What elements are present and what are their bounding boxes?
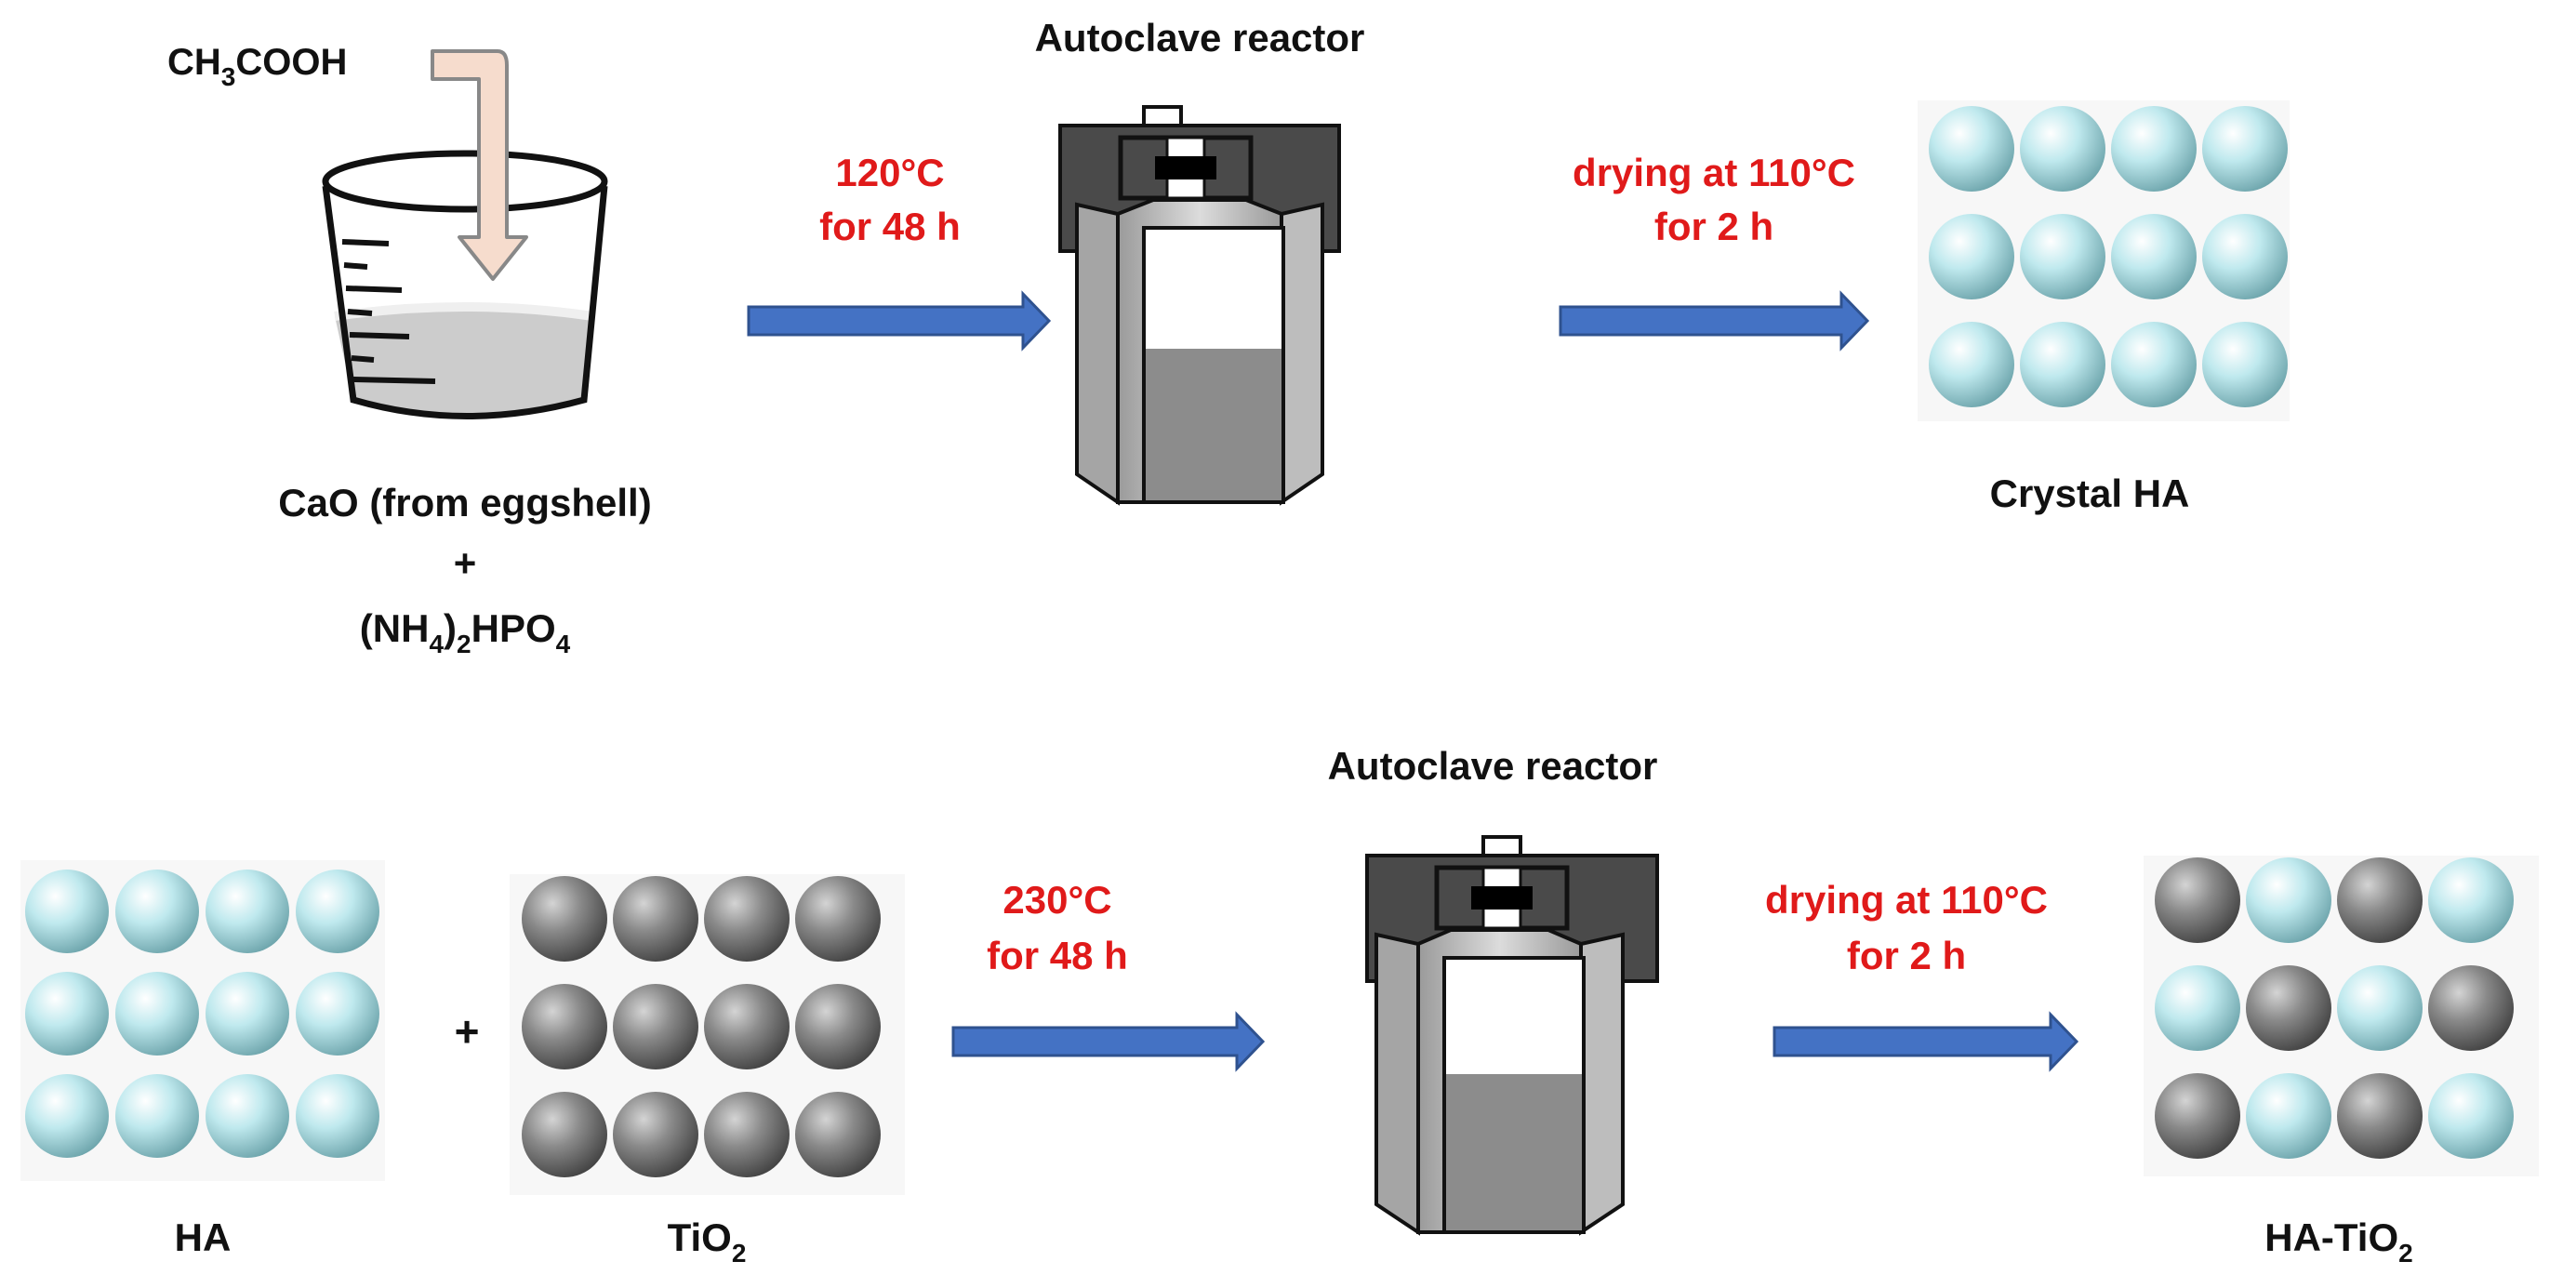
ha-tio2-sphere-grid [2155,857,2514,1159]
tio2-particle [2337,857,2423,943]
ha-particle [1929,214,2014,299]
ha-particle [1929,322,2014,407]
tio2-particle [704,876,790,962]
ha-particle [1929,106,2014,192]
tio2-particle [704,1092,790,1177]
bottom-step1-time: for 48 h [987,934,1128,977]
bottom-reactor-title: Autoclave reactor [1328,744,1658,788]
ha-particle [2155,965,2240,1051]
tio2-particle [2246,965,2331,1051]
top-step1-temp: 120°C [835,151,944,194]
ha-particle [2111,322,2197,407]
bottom-step2-condition-line1: drying at 110°C [1765,878,2048,922]
ha-particle [206,870,289,953]
top-autoclave-reactor [1058,105,1341,506]
ha-particle [2020,322,2105,407]
ha-particle [115,972,199,1056]
beaker [322,150,608,419]
ha-particle [206,972,289,1056]
ha-label: HA [175,1215,232,1259]
tio2-particle [795,876,881,962]
tio2-particle [2337,1073,2423,1159]
reactant-phosphate: (NH4)2HPO4 [360,606,571,658]
ha-particle [296,972,379,1056]
ha-particle [296,1074,379,1158]
ha-particle [25,870,109,953]
beaker-graduations [341,239,436,384]
ha-particle [115,1074,199,1158]
tio2-particle [522,984,607,1069]
bottom-step2-arrow [1773,1011,2079,1072]
ha-particle [2202,106,2288,192]
ha-particle [2246,1073,2331,1159]
tio2-particle [795,1092,881,1177]
tio2-particle [522,1092,607,1177]
tio2-label: TiO2 [668,1215,747,1268]
bottom-step2-condition-line2: for 2 h [1847,934,1966,977]
bottom-autoclave-reactor [1365,835,1659,1236]
ha-particle [2202,214,2288,299]
ha-sphere-grid [25,870,379,1158]
bottom-reactor-liquid [1446,1074,1582,1230]
ha-particle [2020,106,2105,192]
ha-particle [2246,857,2331,943]
top-reactor-liquid [1146,349,1281,500]
ha-particle [2428,857,2514,943]
top-step2-arrow [1559,290,1870,352]
top-reactor-title: Autoclave reactor [1035,16,1365,60]
top-step2-condition-line1: drying at 110°C [1573,151,1855,194]
top-step1-arrow [747,290,1052,352]
ha-particle [206,1074,289,1158]
tio2-particle [613,876,698,962]
ha-particle [2020,214,2105,299]
acid-addition-arrow [431,49,528,281]
tio2-particle [522,876,607,962]
tio2-particle [2428,965,2514,1051]
ha-particle [115,870,199,953]
ha-particle [2111,214,2197,299]
ha-particle [2337,965,2423,1051]
ha-particle [2111,106,2197,192]
ha-particle [296,870,379,953]
top-step2-condition-line2: for 2 h [1654,205,1773,248]
bottom-step1-arrow [951,1011,1266,1072]
crystal-ha-label: Crystal HA [1990,471,2190,515]
tio2-particle [795,984,881,1069]
acid-label: CH3COOH [167,42,347,91]
ha-particle [25,1074,109,1158]
reactant-calcium-source: CaO (from eggshell) [278,481,651,524]
top-step1-time: for 48 h [819,205,961,248]
reactant-plus: + [454,541,477,585]
reactants-plus: + [455,1007,480,1056]
tio2-particle [613,984,698,1069]
tio2-sphere-grid [522,876,881,1177]
ha-particle [2428,1073,2514,1159]
ha-tio2-label: HA-TiO2 [2264,1215,2412,1268]
crystal-ha-sphere-grid [1929,106,2288,407]
tio2-particle [704,984,790,1069]
ha-particle [25,972,109,1056]
ha-particle [2202,322,2288,407]
bottom-step1-temp: 230°C [1003,878,1111,922]
tio2-particle [2155,1073,2240,1159]
tio2-particle [613,1092,698,1177]
tio2-particle [2155,857,2240,943]
